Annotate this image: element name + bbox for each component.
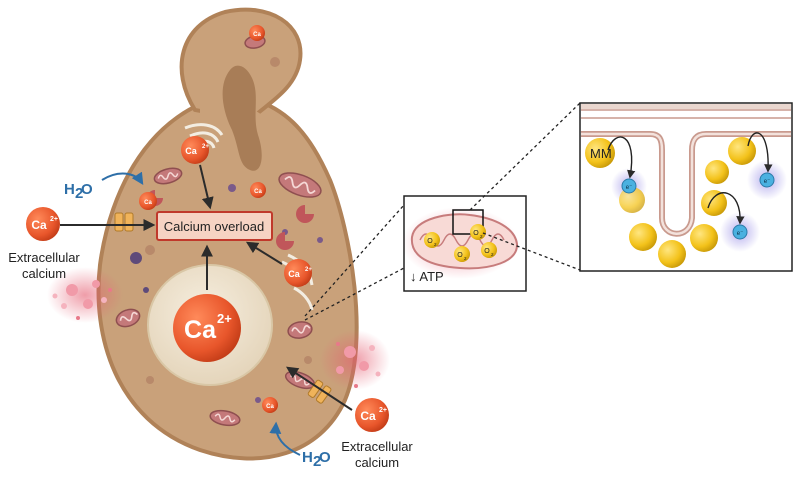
ca-ion-small-label: Ca — [266, 404, 274, 410]
superoxide-label: O — [484, 248, 490, 255]
left-extracellular-line1: Extracellular — [8, 250, 80, 265]
left-h2o-h: H — [64, 181, 75, 198]
bottom-ion-label: Ca — [360, 409, 376, 423]
bottom-h2o-h: H — [302, 449, 313, 466]
zoom-connectors — [304, 102, 581, 321]
electron-2: e⁻ — [759, 172, 775, 188]
left-ion-label: Ca — [31, 218, 47, 232]
bottom-extracellular-ion: Ca 2+ — [355, 398, 389, 432]
mm-sphere — [585, 138, 615, 168]
ca-ion-small-4: Ca — [262, 397, 278, 413]
arrow-top-to-overload — [199, 164, 214, 210]
ca-ion-small-label: Ca — [144, 200, 152, 206]
arrow-right-to-overload — [245, 241, 283, 265]
vacuole-ca-label: Ca — [184, 316, 217, 344]
left-pink-debris — [47, 267, 123, 323]
superoxide-label: O — [427, 238, 433, 245]
membrane-zoom-inset: MM e⁻ e⁻ e⁻ — [579, 102, 793, 272]
ca-ion-small-1: Ca — [249, 25, 265, 41]
electron-label: e⁻ — [737, 231, 744, 237]
electron-label: e⁻ — [764, 179, 771, 185]
left-extracellular-ion: Ca 2+ — [26, 207, 60, 241]
electron-leak-arrows — [607, 132, 773, 225]
mitochondrion-inset: O 2 O 2 O 2 O 2 ↓ ATP — [402, 195, 527, 292]
superoxide-sub: 2 — [434, 242, 437, 247]
left-extracellular-line2: calcium — [22, 266, 66, 281]
superoxide-1: O 2 — [424, 232, 440, 248]
bottom-h2o-o: O — [319, 449, 331, 466]
cell-bud — [179, 7, 303, 123]
ca-ion-small-3: Ca — [139, 192, 157, 210]
bottom-calcium-channel — [307, 379, 332, 404]
ca-ion-right: Ca 2+ — [284, 259, 312, 287]
superoxide-label: O — [473, 230, 479, 237]
bottom-pink-debris — [320, 330, 390, 390]
superoxide-2: O 2 — [470, 224, 486, 240]
vacuole-ca-sup: 2+ — [217, 311, 232, 326]
electron-1: e⁻ — [621, 178, 637, 194]
bottom-water-label: H 2 O — [302, 449, 331, 470]
ca-ion-top: Ca 2+ — [181, 136, 209, 164]
calcium-overload-label: Calcium overload — [164, 219, 264, 234]
superoxide-sub: 2 — [464, 256, 467, 261]
vacuole-ca-ion: Ca 2+ — [173, 294, 241, 362]
bottom-ion-sup: 2+ — [379, 407, 387, 414]
electron-3: e⁻ — [732, 224, 748, 240]
left-h2o-o: O — [81, 181, 93, 198]
left-ion-sup: 2+ — [50, 216, 58, 223]
left-calcium-channel — [114, 212, 134, 232]
atp-decrease-label: ↓ ATP — [410, 269, 444, 284]
ca-ion-top-sup: 2+ — [202, 144, 209, 150]
bottom-extracellular-line1: Extracellular — [341, 439, 413, 454]
ca-ion-small-label: Ca — [253, 32, 261, 38]
bottom-h2o-sub: 2 — [313, 453, 321, 470]
superoxide-label: O — [457, 252, 463, 259]
superoxide-sub: 2 — [491, 252, 494, 257]
ca-ion-small-2: Ca — [250, 182, 266, 198]
bottom-extracellular-line2: calcium — [355, 455, 399, 470]
electron-label: e⁻ — [626, 185, 633, 191]
left-water-label: H 2 O — [64, 181, 93, 202]
superoxide-3: O 2 — [454, 246, 470, 262]
bottom-water-arrow — [269, 421, 301, 456]
superoxide-4: O 2 — [481, 242, 497, 258]
left-h2o-sub: 2 — [75, 185, 83, 202]
mito-zoom-selector — [452, 209, 484, 235]
cell-arrows — [199, 164, 283, 290]
ca-ion-right-label: Ca — [288, 269, 300, 279]
yeast-cell: Ca Ca Ca Ca Ca 2+ Ca 2+ Ca — [96, 7, 359, 461]
left-water-arrow — [101, 171, 144, 186]
calcium-overload-box: Calcium overload — [156, 211, 273, 241]
ca-ion-top-label: Ca — [185, 146, 197, 156]
superoxide-sub: 2 — [480, 234, 483, 239]
nucleus — [222, 65, 262, 171]
ca-ion-right-sup: 2+ — [305, 267, 312, 273]
ca-ion-small-label: Ca — [254, 189, 262, 195]
arrow-bottom-influx — [285, 366, 353, 411]
mm-label: MM — [590, 146, 612, 161]
